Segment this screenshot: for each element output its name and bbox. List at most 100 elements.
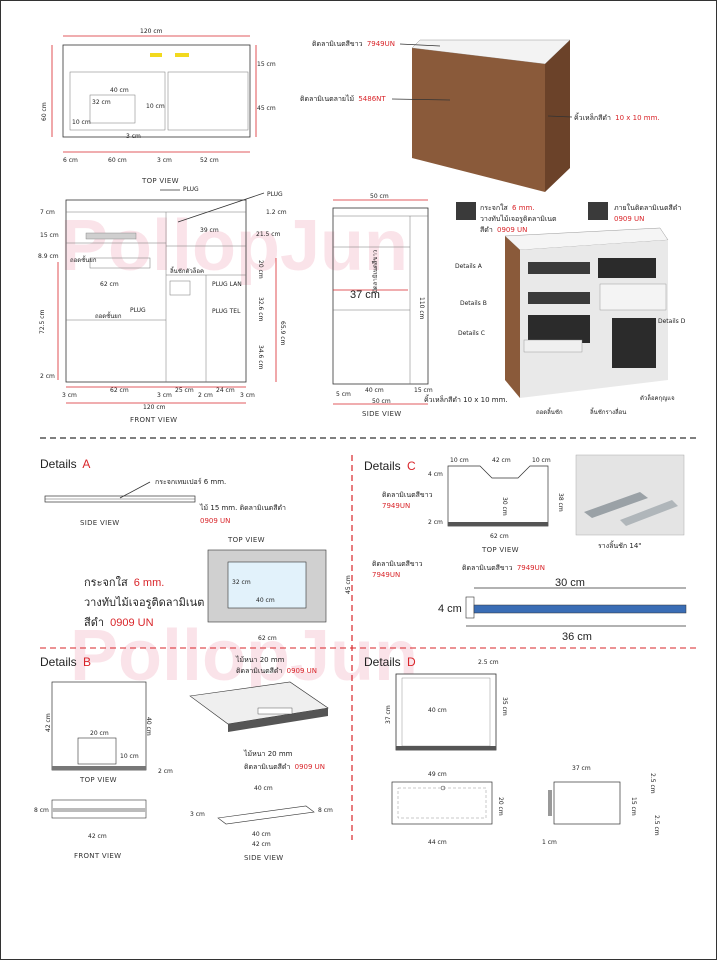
swatch-black xyxy=(588,202,608,220)
dim-label: 2 cm xyxy=(40,373,55,380)
glass-pane xyxy=(227,561,307,609)
label-alu-trim: คิ้วเหล็กสีดำ 10 x 10 mm. xyxy=(574,111,660,122)
dim-label: 20 cm xyxy=(497,797,504,816)
tag-glass-3: สีดำ 0909 UN xyxy=(480,226,527,234)
top-view-cabinet xyxy=(167,71,249,131)
plug-tel-label: PLUG TEL xyxy=(212,308,241,315)
side-note-alu: คิ้วเหล็กสีดำ 10 x 10 mm. xyxy=(424,393,508,404)
dim-label: 2 cm xyxy=(158,768,173,775)
label-wood-laminate: ติดลามิเนตลายไม้ 5486NT xyxy=(300,94,386,103)
dim-label: 15 cm xyxy=(40,232,59,239)
dim-label: 60 cm xyxy=(41,102,48,121)
dim-label: 40 cm xyxy=(145,717,152,736)
dim-label: 2.5 cm xyxy=(649,773,656,794)
front-view-caption: FRONT VIEW xyxy=(130,416,177,424)
dim-label: 42 cm xyxy=(88,833,107,840)
dim-label: 38 cm xyxy=(557,493,564,512)
dim-label: 36 cm xyxy=(562,631,592,643)
dim-label: 2 cm xyxy=(198,392,213,399)
top-view-inner xyxy=(89,94,136,124)
label-details-a: Details A xyxy=(455,263,483,270)
dim-label: 10 cm xyxy=(72,119,91,126)
d-top-outline xyxy=(395,673,497,751)
details-c-top-caption: TOP VIEW xyxy=(481,546,519,554)
dim-label: 30 cm xyxy=(501,497,508,516)
top-view-sink xyxy=(69,71,166,131)
dim-label: 60 cm xyxy=(108,157,127,164)
dim-label: 24 cm xyxy=(216,387,235,394)
dim-label: 37 cm xyxy=(350,289,380,301)
plug-lan-label: PLUG LAN xyxy=(212,281,242,288)
dim-label: 37 cm xyxy=(572,765,591,772)
dim-label: 62 cm xyxy=(258,635,277,642)
dim-label: 2.5 cm xyxy=(653,815,660,836)
dim-label: 42 cm xyxy=(45,713,52,732)
wood-note: ไม้ 15 mm. ติดลามิเนตสีดำ xyxy=(199,503,286,512)
details-b-title: Details B xyxy=(40,655,91,669)
dim-label: 3 cm xyxy=(157,157,172,164)
label-shelf: ถอดลิ้นชัก xyxy=(536,406,563,416)
front-view: PLUG PLUG PLUG PLUG LAN PLUG TEL ลิ้นชัก… xyxy=(38,186,287,424)
dim-label: 7 cm xyxy=(40,209,55,216)
dim-label: 15 cm xyxy=(257,61,276,68)
wood-code: 0909 UN xyxy=(200,517,230,525)
side-view-outline xyxy=(332,207,429,385)
dim-label: 2 cm xyxy=(428,519,443,526)
details-b: Details B 42 cm 40 cm 20 cm 10 cm 2 cm T… xyxy=(34,655,333,862)
details-c: Details C 10 cm 42 cm 10 cm 4 cm 30 cm 3… xyxy=(364,454,687,643)
tray-outline xyxy=(447,465,549,527)
plug-label: PLUG xyxy=(267,191,283,198)
top-view-caption: TOP VIEW xyxy=(141,177,179,185)
label-details-d: Details D xyxy=(658,318,686,325)
plug-label: PLUG xyxy=(130,307,146,314)
dim-label: 3 cm xyxy=(240,392,255,399)
tag-inner: ภายในติดลามิเนตสีดำ xyxy=(614,203,681,212)
tag-inner-code: 0909 UN xyxy=(614,215,644,223)
details-d: Details D 2.5 cm 37 cm 40 cm 35 cm 49 cm… xyxy=(364,655,660,846)
label-lock: ตัวล็อคกุญแจ xyxy=(640,393,675,402)
details-b-side-caption: SIDE VIEW xyxy=(244,854,283,862)
swatch-glass xyxy=(456,202,476,220)
dim-label: 35 cm xyxy=(501,697,508,716)
label-details-c: Details C xyxy=(458,330,485,337)
white-code: 7949UN xyxy=(382,502,410,510)
dim-label: 44 cm xyxy=(428,839,447,846)
dim-label: 3 cm xyxy=(62,392,77,399)
dim-label: 40 cm xyxy=(254,785,273,792)
dim-label: 40 cm xyxy=(110,87,129,94)
dim-label: 40 cm xyxy=(365,387,384,394)
glass-note: กระจกเทมเปอร์ 6 mm. xyxy=(155,478,226,486)
dim-label: 110 cm xyxy=(418,297,425,320)
dim-label: 5 cm xyxy=(336,391,351,398)
dim-label: 10 cm xyxy=(450,457,469,464)
wood-note-1b: ติดลามิเนตสีดำ 0909 UN xyxy=(236,667,317,675)
top-view: 120 cm 60 cm 15 cm 45 cm 40 cm 32 cm 10 … xyxy=(41,28,276,185)
dim-label: 40 cm xyxy=(256,597,275,604)
tag-glass: กระจกใส 6 mm. xyxy=(480,203,535,212)
dim-label: 34.6 cm xyxy=(257,345,264,370)
dim-label: 39 cm xyxy=(200,227,219,234)
dim-label: 65.9 cm xyxy=(279,321,286,346)
dim-label: 30 cm xyxy=(555,577,585,589)
side-note-white-laminate: ปิดลามิเนตสีขาว xyxy=(371,250,379,294)
dim-label: 2.5 cm xyxy=(478,659,499,666)
details-d-title: Details D xyxy=(364,655,416,669)
render-open: กระจกใส 6 mm. วางทับไม้เจอรูติดลามิเนต ส… xyxy=(455,202,686,416)
dim-label: 3 cm xyxy=(157,392,172,399)
dim-label: 15 cm xyxy=(414,387,433,394)
dim-label: 10 cm xyxy=(532,457,551,464)
dim-label: 120 cm xyxy=(140,28,163,35)
dim-label: 20 cm xyxy=(90,730,109,737)
dim-label: 120 cm xyxy=(143,404,166,411)
dim-label: 50 cm xyxy=(370,193,389,200)
dim-label: 6 cm xyxy=(63,157,78,164)
dim-label: 1 cm xyxy=(542,839,557,846)
plug-label: PLUG xyxy=(183,186,199,193)
dim-label: 32 cm xyxy=(232,579,251,586)
note-drawer-lock: ลิ้นชักตัวล็อค xyxy=(170,265,204,275)
dim-label: 8 cm xyxy=(318,807,333,814)
rail-caption: รางลิ้นชัก 14" xyxy=(598,539,642,550)
dim-label: 3 cm xyxy=(126,133,141,140)
top-view-marker xyxy=(150,53,162,57)
